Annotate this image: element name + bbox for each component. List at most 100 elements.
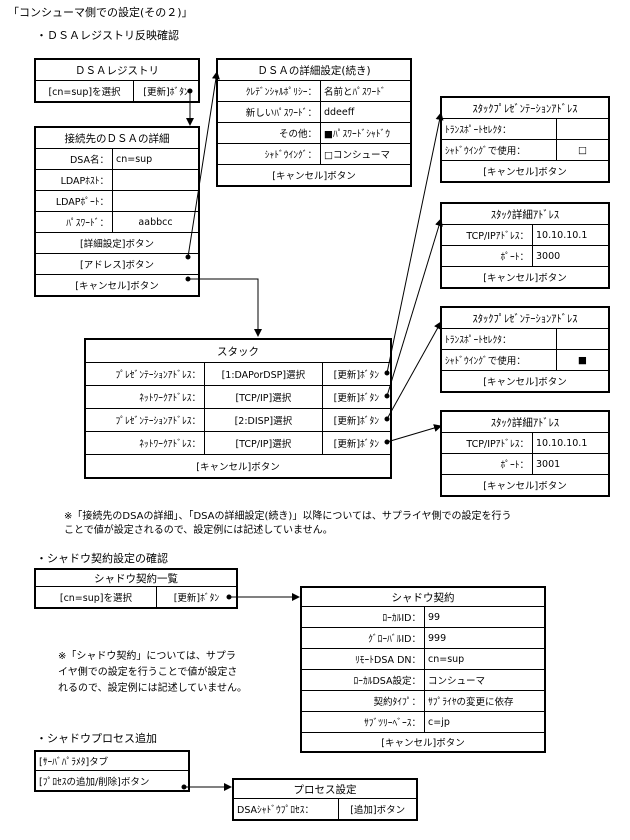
shadow-contract-select[interactable]: [cn=sup]を選択 xyxy=(34,586,157,609)
dsa-registry-title: ＤＳＡレジストリ xyxy=(34,58,200,81)
stack-presentation-select-1[interactable]: [1:DAPorDSP]選択 xyxy=(204,362,323,386)
stack-network-select-1[interactable]: [TCP/IP]選択 xyxy=(204,385,323,409)
stack-network-select-2[interactable]: [TCP/IP]選択 xyxy=(204,431,323,455)
stack-presentation-panel-2: ｽﾀｯｸﾌﾟﾚｾﾞﾝﾃｰｼｮﾝｱﾄﾞﾚｽ ﾄﾗﾝｽﾎﾟｰﾄｾﾚｸﾀ： ｼｬﾄﾞｳ… xyxy=(440,306,610,393)
process-add-remove-button[interactable]: [ﾌﾟﾛｾｽの追加/削除]ボタン xyxy=(34,770,190,792)
dsa-name-field[interactable]: cn=sup xyxy=(112,148,200,170)
note-2-line-1: ※「シャドウ契約」については、サプラ xyxy=(58,651,236,662)
local-id-label: ﾛｰｶﾙID： xyxy=(300,606,425,628)
ldap-host-field[interactable] xyxy=(112,169,200,191)
dsa-detail-title: 接続先のＤＳＡの詳細 xyxy=(34,126,200,149)
other-label: その他： xyxy=(216,122,321,144)
contract-type-label: 契約ﾀｲﾌﾟ： xyxy=(300,690,425,712)
arrow-stack-to-pres-2 xyxy=(386,321,442,420)
password-shadow-checkbox[interactable]: ■ﾊﾟｽﾜｰﾄﾞｼｬﾄﾞｳ xyxy=(320,122,412,144)
stack-detail-cancel-button-1[interactable]: [キャンセル]ボタン xyxy=(440,266,610,289)
global-id-field[interactable]: 999 xyxy=(424,627,546,649)
page-title: 「コンシューマ側での設定(その２)」 xyxy=(8,6,193,19)
shadowing-use-checkbox-2[interactable]: ■ xyxy=(556,349,610,371)
consumer-checkbox[interactable]: □コンシューマ xyxy=(320,143,412,165)
tcpip-address-label-1: TCP/IPｱﾄﾞﾚｽ： xyxy=(440,224,533,246)
server-param-tab[interactable]: [ｻｰﾊﾞﾊﾟﾗﾒﾀ]タブ xyxy=(34,750,190,771)
shadow-contract-list-panel: シャドウ契約一覧 [cn=sup]を選択 [更新]ﾎﾞﾀﾝ xyxy=(34,568,238,609)
stack-presentation-label-2: ﾌﾟﾚｾﾞﾝﾃｰｼｮﾝｱﾄﾞﾚｽ： xyxy=(84,408,205,432)
dsa-detail-cont-cancel-button[interactable]: [キャンセル]ボタン xyxy=(216,164,412,187)
stack-title: スタック xyxy=(84,338,392,363)
shadowing-use-label-1: ｼｬﾄﾞｳｲﾝｸﾞで使用： xyxy=(440,139,557,161)
arrow-stack-to-detail-2 xyxy=(386,424,442,443)
shadow-contract-update-button[interactable]: [更新]ﾎﾞﾀﾝ xyxy=(155,586,238,609)
stack-cancel-button[interactable]: [キャンセル]ボタン xyxy=(84,454,392,479)
transport-selector-field-2[interactable] xyxy=(556,328,610,350)
ldap-port-field[interactable] xyxy=(112,190,200,212)
global-id-label: ｸﾞﾛｰﾊﾞﾙID： xyxy=(300,627,425,649)
stack-update-button-2[interactable]: [更新]ﾎﾞﾀﾝ xyxy=(321,385,392,409)
credential-policy-field[interactable]: 名前とﾊﾟｽﾜｰﾄﾞ xyxy=(320,80,412,102)
process-add-button[interactable]: [追加]ボタン xyxy=(338,798,418,821)
remote-dsa-dn-label: ﾘﾓｰﾄDSA DN： xyxy=(300,648,425,670)
shadowing-label: ｼｬﾄﾞｳｲﾝｸﾞ： xyxy=(216,143,321,165)
shadow-contract-list-title: シャドウ契約一覧 xyxy=(34,568,238,587)
dsa-detail-cont-title: ＤＳＡの詳細設定(続き) xyxy=(216,58,412,81)
stack-presentation-label-1: ﾌﾟﾚｾﾞﾝﾃｰｼｮﾝｱﾄﾞﾚｽ： xyxy=(84,362,205,386)
local-dsa-setting-label: ﾛｰｶﾙDSA設定： xyxy=(300,669,425,691)
remote-dsa-dn-field[interactable]: cn=sup xyxy=(424,648,546,670)
new-password-field[interactable]: ddeeff xyxy=(320,101,412,123)
port-label-1: ﾎﾟｰﾄ： xyxy=(440,245,533,267)
subtree-base-label: ｻﾌﾞﾂﾘｰﾍﾞｰｽ： xyxy=(300,711,425,733)
section-title-dsa-registry: ・ＤＳＡレジストリ反映確認 xyxy=(36,29,179,42)
note-1-line-2: ことで値が設定されるので、設定例には記述していません。 xyxy=(64,525,333,536)
port-field-2[interactable]: 3001 xyxy=(532,453,610,475)
stack-update-button-4[interactable]: [更新]ﾎﾞﾀﾝ xyxy=(321,431,392,455)
dsa-detail-cont-panel: ＤＳＡの詳細設定(続き) ｸﾚﾃﾞﾝｼｬﾙﾎﾟﾘｼｰ： 名前とﾊﾟｽﾜｰﾄﾞ 新… xyxy=(216,58,412,187)
detail-settings-button[interactable]: [詳細設定]ボタン xyxy=(34,232,200,254)
stack-presentation-title-1: ｽﾀｯｸﾌﾟﾚｾﾞﾝﾃｰｼｮﾝｱﾄﾞﾚｽ xyxy=(440,96,610,119)
stack-presentation-title-2: ｽﾀｯｸﾌﾟﾚｾﾞﾝﾃｰｼｮﾝｱﾄﾞﾚｽ xyxy=(440,306,610,329)
arrow-stack-to-detail-1 xyxy=(386,218,443,397)
password-field[interactable]: aabbcc xyxy=(112,211,200,233)
note-1-line-1: ※「接続先のDSAの詳細」、「DSAの詳細設定(続き)」以降については、サプライ… xyxy=(64,511,512,522)
subtree-base-field[interactable]: c=jp xyxy=(424,711,546,733)
new-password-label: 新しいﾊﾟｽﾜｰﾄﾞ： xyxy=(216,101,321,123)
note-2-line-2: イヤ側での設定を行うことで値が設定さ xyxy=(58,667,238,678)
stack-presentation-select-2[interactable]: [2:DISP]選択 xyxy=(204,408,323,432)
transport-selector-field-1[interactable] xyxy=(556,118,610,140)
port-field-1[interactable]: 3000 xyxy=(532,245,610,267)
tcpip-address-field-1[interactable]: 10.10.10.1 xyxy=(532,224,610,246)
ldap-port-label: LDAPﾎﾟｰﾄ： xyxy=(34,190,113,212)
shadowing-use-checkbox-1[interactable]: □ xyxy=(556,139,610,161)
shadowing-use-label-2: ｼｬﾄﾞｳｲﾝｸﾞで使用： xyxy=(440,349,557,371)
local-id-field[interactable]: 99 xyxy=(424,606,546,628)
port-label-2: ﾎﾟｰﾄ： xyxy=(440,453,533,475)
stack-detail-cancel-button-2[interactable]: [キャンセル]ボタン xyxy=(440,474,610,497)
dsa-registry-update-button[interactable]: [更新]ﾎﾞﾀﾝ xyxy=(133,80,200,103)
dsa-shadow-process-label: DSAｼｬﾄﾞｳﾌﾟﾛｾｽ： xyxy=(232,798,340,821)
stack-network-label-2: ﾈｯﾄﾜｰｸｱﾄﾞﾚｽ： xyxy=(84,431,205,455)
stack-update-button-1[interactable]: [更新]ﾎﾞﾀﾝ xyxy=(321,362,392,386)
shadow-contract-cancel-button[interactable]: [キャンセル]ボタン xyxy=(300,732,546,753)
dsa-registry-select[interactable]: [cn=sup]を選択 xyxy=(34,80,135,103)
stack-detail-title-1: ｽﾀｯｸ詳細ｱﾄﾞﾚｽ xyxy=(440,202,610,225)
stack-detail-title-2: ｽﾀｯｸ詳細ｱﾄﾞﾚｽ xyxy=(440,410,610,433)
dsa-detail-cancel-button[interactable]: [キャンセル]ボタン xyxy=(34,274,200,297)
note-2-line-3: れるので、設定例には記述していません。 xyxy=(58,683,247,694)
tcpip-address-field-2[interactable]: 10.10.10.1 xyxy=(532,432,610,454)
stack-network-label-1: ﾈｯﾄﾜｰｸｱﾄﾞﾚｽ： xyxy=(84,385,205,409)
stack-presentation-cancel-button-1[interactable]: [キャンセル]ボタン xyxy=(440,160,610,183)
password-label: ﾊﾟｽﾜｰﾄﾞ： xyxy=(34,211,113,233)
shadow-contract-title: シャドウ契約 xyxy=(300,586,546,607)
address-button[interactable]: [アドレス]ボタン xyxy=(34,253,200,275)
credential-policy-label: ｸﾚﾃﾞﾝｼｬﾙﾎﾟﾘｼｰ： xyxy=(216,80,321,102)
stack-update-button-3[interactable]: [更新]ﾎﾞﾀﾝ xyxy=(321,408,392,432)
process-settings-title: プロセス設定 xyxy=(232,778,418,799)
section-title-shadow-contract: ・シャドウ契約設定の確認 xyxy=(36,552,168,565)
process-settings-panel: プロセス設定 DSAｼｬﾄﾞｳﾌﾟﾛｾｽ： [追加]ボタン xyxy=(232,778,418,821)
contract-type-field[interactable]: ｻﾌﾟﾗｲﾔの変更に依存 xyxy=(424,690,546,712)
local-dsa-setting-field[interactable]: コンシューマ xyxy=(424,669,546,691)
stack-presentation-panel-1: ｽﾀｯｸﾌﾟﾚｾﾞﾝﾃｰｼｮﾝｱﾄﾞﾚｽ ﾄﾗﾝｽﾎﾟｰﾄｾﾚｸﾀ： ｼｬﾄﾞｳ… xyxy=(440,96,610,183)
transport-selector-label-1: ﾄﾗﾝｽﾎﾟｰﾄｾﾚｸﾀ： xyxy=(440,118,557,140)
stack-detail-panel-2: ｽﾀｯｸ詳細ｱﾄﾞﾚｽ TCP/IPｱﾄﾞﾚｽ： 10.10.10.1 ﾎﾟｰﾄ… xyxy=(440,410,610,497)
stack-presentation-cancel-button-2[interactable]: [キャンセル]ボタン xyxy=(440,370,610,393)
stack-detail-panel-1: ｽﾀｯｸ詳細ｱﾄﾞﾚｽ TCP/IPｱﾄﾞﾚｽ： 10.10.10.1 ﾎﾟｰﾄ… xyxy=(440,202,610,289)
dsa-registry-panel: ＤＳＡレジストリ [cn=sup]を選択 [更新]ﾎﾞﾀﾝ xyxy=(34,58,200,103)
